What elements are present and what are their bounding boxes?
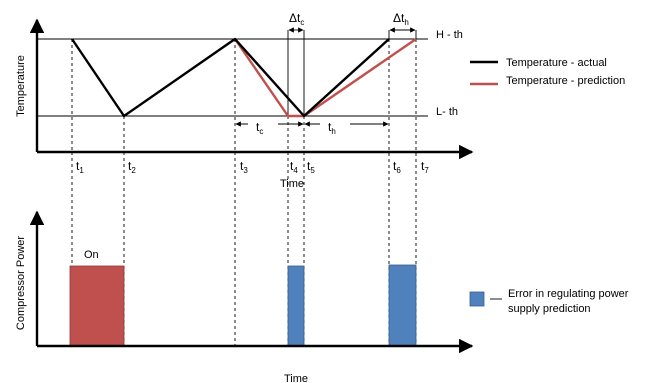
legend-actual-label: Temperature - actual [506, 57, 607, 69]
prediction-curve [234, 38, 417, 118]
tc-label-bg [248, 118, 278, 134]
power-x-label: Time [284, 373, 308, 383]
tick-t7: t7 [421, 159, 429, 175]
th-label-bg [320, 118, 350, 134]
power-panel: On Compressor Power Time Error in regula… [15, 210, 629, 383]
tick-t5: t5 [307, 159, 315, 175]
tick-t4: t4 [290, 159, 298, 175]
error-bar-heating [388, 264, 417, 347]
power-y-label: Compressor Power [15, 236, 27, 330]
legend-prediction-label: Temperature - prediction [506, 75, 625, 87]
tick-t2: t2 [128, 159, 136, 175]
tick-t3: t3 [240, 159, 248, 175]
legend-error-line-2: supply prediction [508, 303, 591, 315]
delta-h-label: Δth [393, 11, 409, 27]
temperature-panel: tc th Temperature Time H - th L- th Δtc … [15, 11, 625, 345]
temperature-legend: Temperature - actual Temperature - predi… [470, 57, 625, 87]
temperature-x-label: Time [280, 178, 304, 190]
th-label: th [328, 120, 336, 136]
power-legend: Error in regulating power supply predict… [469, 288, 629, 315]
legend-error-line-1: Error in regulating power [508, 288, 629, 300]
error-bar-cooling [287, 265, 305, 347]
tc-label: tc [256, 120, 263, 136]
delta-c-label: Δtc [289, 11, 304, 27]
tick-t6: t6 [393, 159, 401, 175]
legend-error-swatch [469, 291, 485, 307]
temperature-y-label: Temperature [15, 55, 27, 117]
on-label: On [84, 249, 99, 261]
high-threshold-label: H - th [436, 29, 463, 41]
low-threshold-label: L- th [436, 106, 458, 118]
actual-curve [71, 37, 390, 118]
tick-t1: t1 [76, 159, 84, 175]
time-tick-labels: t1 t2 t3 t4 t5 t6 t7 [76, 159, 429, 175]
on-pulse-bar [69, 265, 125, 347]
